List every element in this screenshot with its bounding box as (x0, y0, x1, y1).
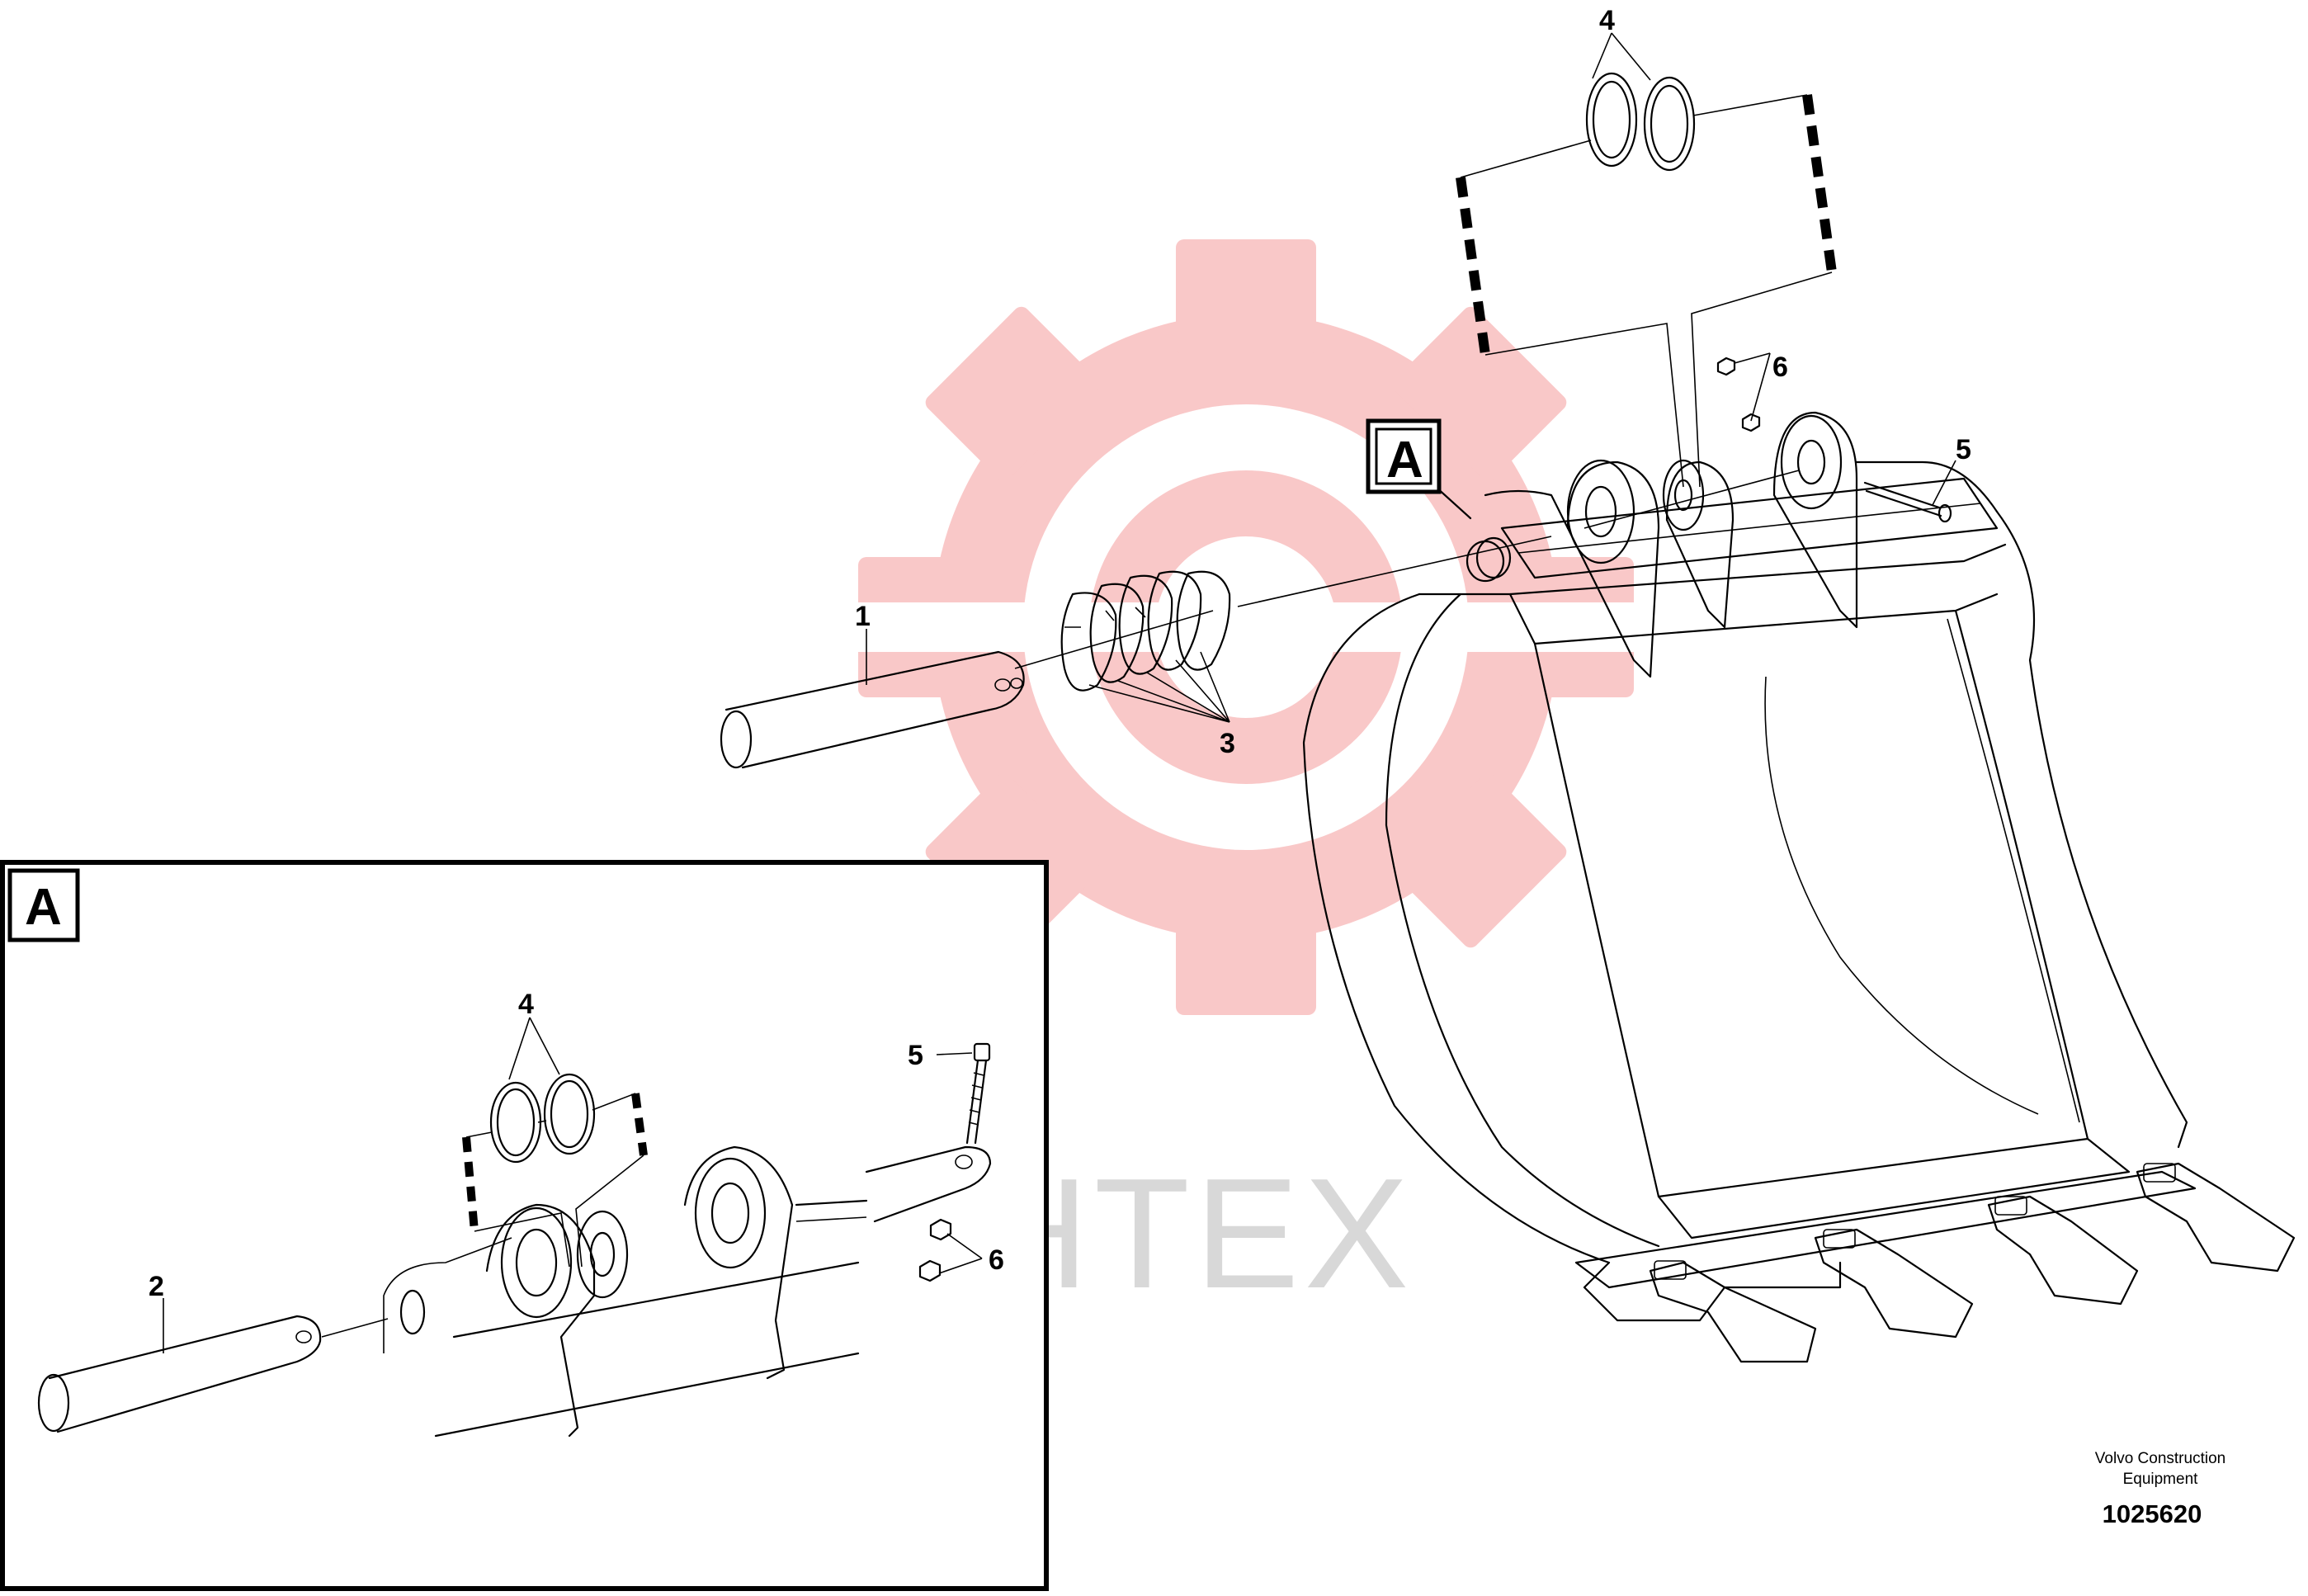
pin-1 (720, 650, 1025, 769)
callout-5-detail: 5 (908, 1040, 923, 1071)
bolt-5-main (1863, 481, 1952, 523)
nuts-6-detail (918, 1218, 952, 1282)
callout-2: 2 (149, 1271, 164, 1302)
callout-6-detail: 6 (989, 1244, 1004, 1276)
bucket-inner-shadow (1764, 676, 2039, 1115)
o-rings-4-main (1585, 72, 1696, 172)
bucket-lug-right (1772, 411, 1858, 629)
o-rings-4-detail (489, 1073, 596, 1164)
callout-1: 1 (855, 601, 871, 632)
bucket-inner-curve (1385, 593, 1660, 1248)
brand-line-1: Volvo Construction (2095, 1450, 2225, 1467)
bucket-top-rim (1418, 543, 2007, 596)
bucket-back-plate (1533, 642, 2089, 1198)
part-number: 1025620 (2103, 1499, 2202, 1528)
o-ring-bracket-detail (462, 1093, 648, 1268)
bucket-lug-middle (1662, 459, 1735, 629)
detail-ref-marker: A (1366, 418, 1442, 494)
seal-ring-a (1466, 536, 1512, 583)
bucket-lip (1657, 1137, 2131, 1239)
callout-4-main: 4 (1599, 5, 1615, 36)
pin-detail-right (865, 1145, 992, 1223)
callout-5-main: 5 (1956, 434, 1971, 465)
callout-3: 3 (1220, 728, 1235, 759)
bucket-top-connector (1484, 489, 1569, 530)
bolt-5-detail (965, 1042, 991, 1145)
bucket-lug-left (1566, 459, 1660, 678)
detail-box-letter: A (25, 879, 62, 936)
nuts-6-main (1716, 357, 1761, 432)
brand-line-2: Equipment (2123, 1471, 2199, 1488)
detail-view-a: A (0, 860, 1049, 1591)
bucket-rear-wall (1508, 593, 1999, 645)
bucket-outer-right (1995, 510, 2188, 1149)
bucket-side-plate (1302, 593, 1842, 1322)
bucket-tooth-1 (1649, 1260, 1817, 1363)
callout-4-detail: 4 (518, 989, 534, 1020)
detail-ref-letter: A (1386, 432, 1423, 489)
pin-2 (37, 1315, 389, 1433)
footer-block: Volvo Construction Equipment 1025620 (2095, 1450, 2225, 1528)
bucket-inner-line (1947, 618, 2080, 1123)
bucket-right-side (1954, 609, 2089, 1140)
callout-6-main: 6 (1772, 352, 1788, 383)
bucket-tooth-3 (1987, 1195, 2139, 1306)
bucket-assembly (1302, 411, 2296, 1363)
leaders-main (866, 32, 1956, 723)
o-ring-bracket-main (1456, 94, 1837, 488)
bucket-cutting-edge (1574, 1170, 2197, 1289)
bucket-tooth-4 (2136, 1162, 2296, 1273)
bucket-tooth-2 (1814, 1228, 1974, 1339)
bucket-top-beam (1500, 477, 1999, 579)
shim-stack-3 (1060, 570, 1231, 692)
